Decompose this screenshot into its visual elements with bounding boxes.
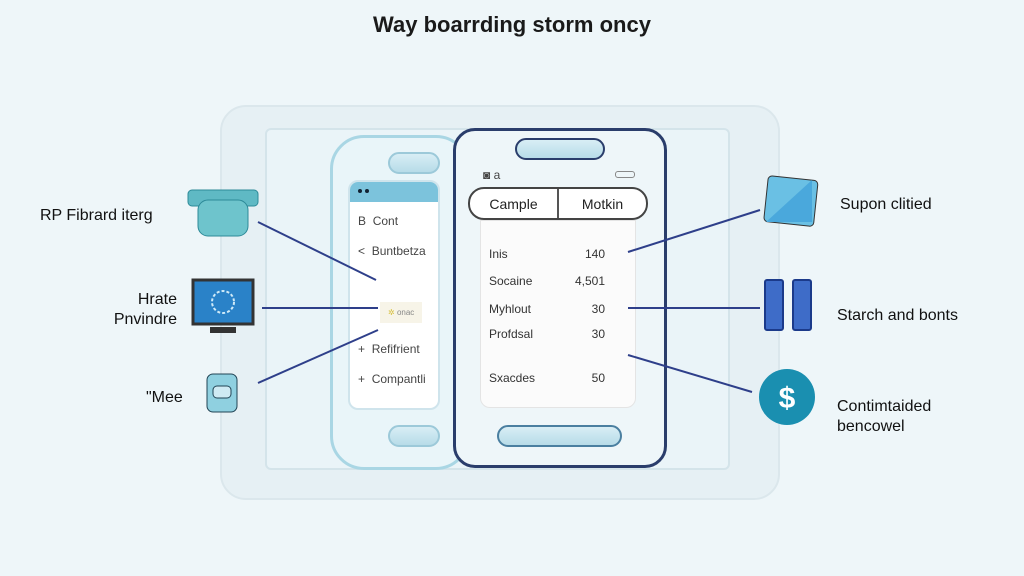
camera-icon: ◙ — [483, 168, 491, 182]
callout-label: Contimtaided bencowel — [837, 398, 932, 435]
menu-item-highlight[interactable]: ✲ onac — [380, 302, 423, 323]
container-icon — [187, 189, 259, 237]
segmented-tabs: Cample Motkin — [468, 187, 648, 220]
connector-line — [257, 221, 377, 281]
dollar-icon: $ — [759, 369, 815, 425]
menu-item-back[interactable]: < Buntbetza — [358, 244, 426, 258]
menu-item-add-1[interactable]: + Refifrient — [358, 342, 420, 356]
monitor-icon — [191, 278, 255, 333]
menu-item-add-2[interactable]: + Compantli — [358, 372, 426, 386]
left-phone-top-pill — [388, 152, 440, 174]
status-left: ◙ a — [483, 168, 501, 182]
battery-icon — [615, 171, 635, 178]
svg-text:$: $ — [779, 382, 796, 415]
connector-line — [627, 354, 753, 393]
right-phone-bottom-pill — [497, 425, 622, 447]
menu-item-cont[interactable]: B Cont — [358, 214, 399, 228]
callout-label: "Mee — [146, 389, 183, 406]
sparkle-icon: ✲ — [388, 308, 395, 317]
tab-motkin[interactable]: Motkin — [557, 189, 646, 218]
callout-label: Starch and bonts — [837, 307, 958, 324]
callout-label: RP Fibrard iterg — [40, 207, 153, 224]
jar-icon — [206, 373, 238, 413]
tab-cample[interactable]: Cample — [489, 195, 538, 212]
card-icon — [763, 175, 819, 227]
left-phone-bottom-pill — [388, 425, 440, 447]
screen-status-bar — [350, 182, 438, 202]
connector-line — [627, 209, 761, 253]
left-phone-screen: B Cont < Buntbetza ✲ onac + Refifrient +… — [348, 180, 440, 410]
right-phone-top-pill — [515, 138, 605, 160]
connector-line — [257, 329, 379, 384]
callout-label: Hrate Pnvindre — [113, 291, 177, 328]
diagram-title: Way boarrding storm oncy — [373, 12, 651, 37]
binoculars-icon — [764, 279, 812, 331]
callout-label: Supon clitied — [840, 196, 932, 213]
